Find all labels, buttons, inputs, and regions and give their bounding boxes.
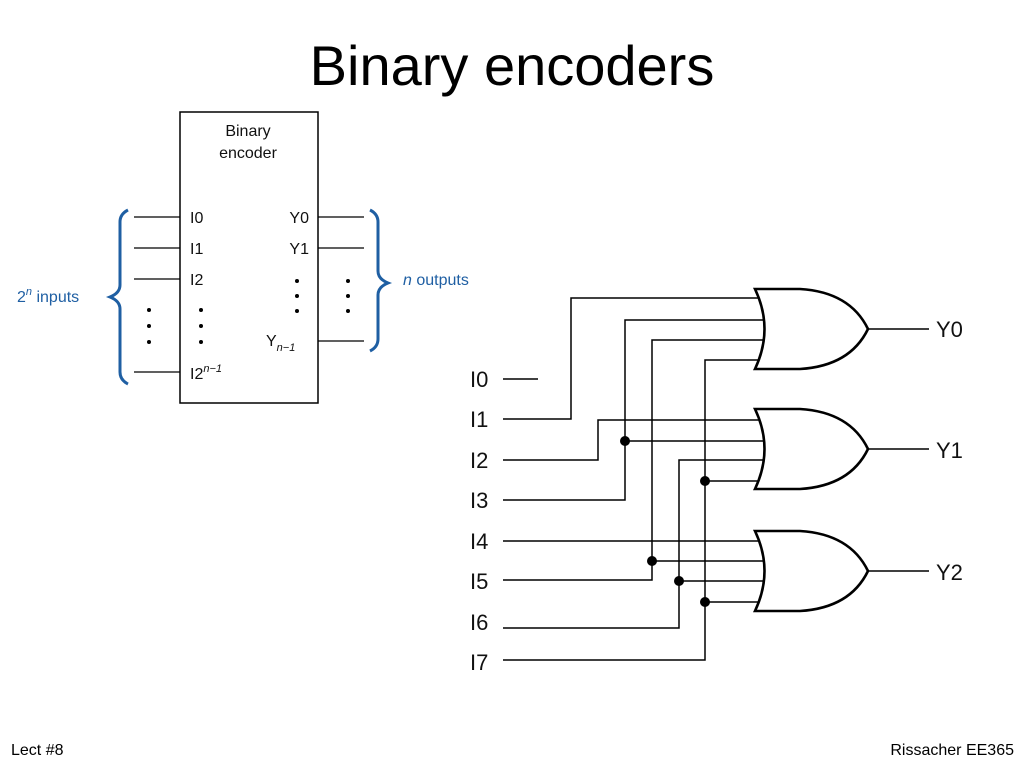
circuit-input-label: I2 [470,448,488,473]
slide-title: Binary encoders [309,34,715,97]
wire-i3 [503,319,768,501]
outputs-brace-icon [369,208,393,353]
circuit-input-label: I1 [470,407,488,432]
input-label: I2 [190,272,203,289]
encoder-block-diagram: Binary encoder I0 I1 I2 I2n−1 Y0 Y1 Yn−1… [17,111,469,404]
circuit-output-label: Y0 [936,317,963,342]
output-label: Y1 [289,241,309,258]
footer-lecture: Lect #8 [11,742,64,759]
wire-i2 [503,419,765,461]
circuit-input-label: I3 [470,488,488,513]
encoder-circuit: I0 I1 I2 I3 I4 I5 I6 I7 [470,287,963,675]
output-label: Y0 [289,210,309,227]
circuit-input-label: I7 [470,650,488,675]
input-label: I0 [190,210,203,227]
output-label-last: Yn−1 [266,333,295,354]
circuit-input-label: I5 [470,569,488,594]
circuit-input-label: I0 [470,367,488,392]
wire-i1 [503,297,765,420]
wire-i7 [503,359,767,661]
encoder-box-title-1: Binary [225,123,270,140]
circuit-output-label: Y2 [936,560,963,585]
encoder-box [179,111,319,404]
inputs-brace-icon [105,208,129,386]
circuit-output-label: Y1 [936,438,963,463]
or-gate-y2-icon [752,529,870,613]
wire-i6 [503,459,770,629]
circuit-input-label: I4 [470,529,488,554]
or-gate-y0-icon [752,287,870,371]
input-label: I1 [190,241,203,258]
junction-dots [620,436,710,607]
ellipsis-dots [147,279,350,344]
circuit-input-label: I6 [470,610,488,635]
wire-i5 [503,339,770,581]
input-label-last: I2n−1 [190,363,222,383]
footer-author-course: Rissacher EE365 [890,742,1014,759]
inputs-count-label: 2n inputs [17,286,79,306]
or-gate-y1-icon [752,407,870,491]
encoder-box-title-2: encoder [219,145,277,162]
outputs-count-label: n outputs [403,272,469,289]
